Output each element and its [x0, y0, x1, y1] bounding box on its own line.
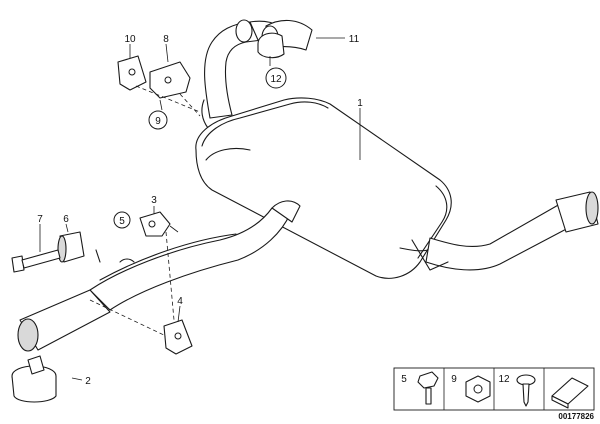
leader-8	[165, 43, 169, 63]
callout-3: 3	[151, 195, 157, 206]
assembly-line-mid	[165, 231, 175, 321]
clamp-11[interactable]	[257, 32, 285, 59]
callout-12: 12	[270, 74, 282, 85]
rear-silencer[interactable]	[195, 97, 452, 279]
callout-9: 9	[155, 116, 161, 127]
bolt-icon	[417, 371, 439, 405]
callout-7: 7	[37, 214, 43, 225]
bolt-7[interactable]	[11, 249, 61, 273]
callout-12-circle	[265, 67, 287, 89]
callout-9-circle	[148, 110, 168, 130]
callout-1: 1	[357, 98, 363, 109]
legend-item-5: 5	[401, 374, 407, 385]
assembly-line-low	[89, 299, 167, 337]
leader-9	[159, 99, 163, 111]
catalog-arrow-icon	[551, 377, 589, 409]
assembly-line-top2	[179, 93, 201, 117]
callout-11: 11	[349, 34, 360, 45]
callout-2: 2	[85, 376, 91, 387]
sleeve-6[interactable]	[57, 231, 85, 263]
legend-item-9: 9	[451, 374, 457, 385]
hanger-bracket-3[interactable]	[139, 211, 179, 237]
bracket-8[interactable]	[149, 61, 191, 99]
callout-10: 10	[124, 34, 136, 45]
leader-4	[177, 305, 181, 323]
nut-icon	[465, 375, 491, 403]
diagram-id: 00177826	[558, 412, 594, 421]
callout-8: 8	[163, 34, 169, 45]
pipe-clamp-2[interactable]	[11, 355, 57, 403]
rubber-mount-10[interactable]	[117, 55, 147, 91]
screw-icon	[516, 374, 536, 407]
legend-box: 5 9 12	[393, 367, 595, 411]
leader-2	[71, 377, 83, 381]
right-tail-pipe[interactable]	[399, 191, 599, 271]
leader-6	[65, 223, 69, 233]
assembly-line-top	[135, 85, 201, 113]
legend-item-12: 12	[498, 374, 510, 385]
left-intermediate-pipe[interactable]	[17, 200, 301, 352]
rubber-mount-4[interactable]	[163, 319, 193, 355]
callout-6: 6	[63, 214, 69, 225]
callout-5: 5	[119, 216, 125, 227]
callout-5-circle	[113, 211, 131, 229]
callout-4: 4	[177, 296, 183, 307]
